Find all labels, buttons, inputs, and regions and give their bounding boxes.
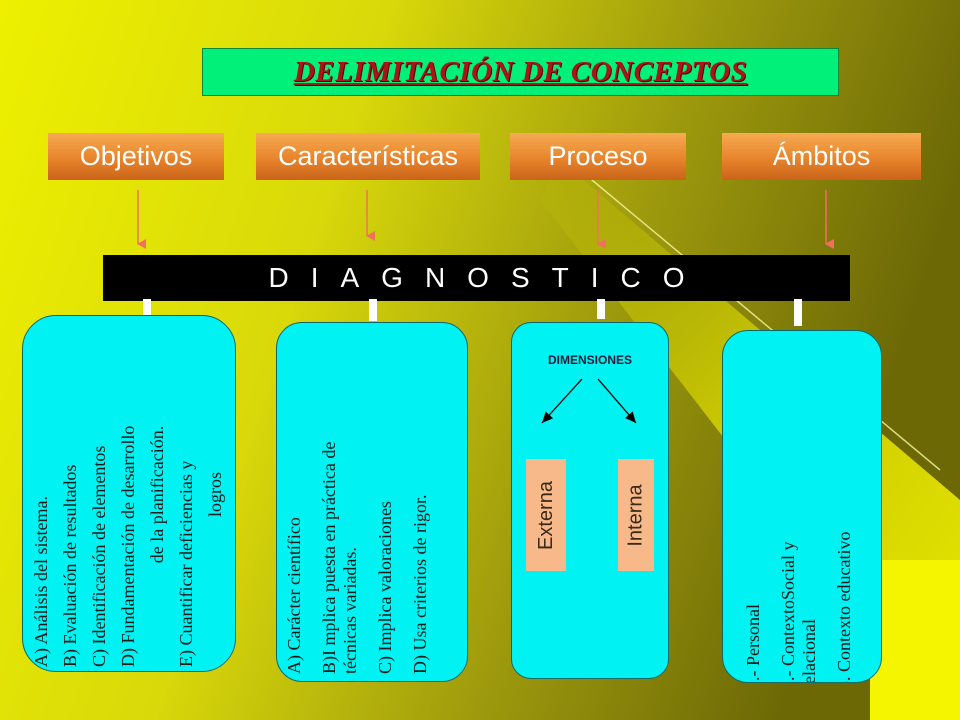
objetivos-line: C) Identificación de elementos	[89, 445, 109, 667]
diag-letter: G	[381, 262, 403, 293]
objetivos-line: D) Fundamentación de desarrollo	[118, 425, 138, 667]
diag-letter: C	[620, 262, 641, 293]
title-box: DELIMITACIÓN DE CONCEPTOS	[202, 48, 839, 96]
interna-label: Interna	[624, 483, 647, 547]
diag-letter: S	[510, 262, 530, 293]
objetivos-line: de la planificación.	[147, 425, 167, 563]
ambitos-line: 3. Contexto educativo	[834, 531, 854, 683]
objetivos-card: A) Análisis del sistema. B) Evaluación d…	[22, 315, 236, 672]
ambitos-line: 1.- Personal	[743, 603, 763, 683]
interna-tag: Interna	[618, 459, 654, 571]
caracteristicas-line: técnicas variadas.	[340, 547, 360, 674]
objetivos-line: A) Análisis del sistema.	[31, 495, 51, 667]
diag-letter: O	[662, 262, 685, 293]
diag-letter: I	[310, 262, 319, 293]
ambitos-text: 1.- Personal 2.- ContextoSocial y relaci…	[723, 390, 881, 683]
proceso-card: DIMENSIONES Externa Interna	[511, 322, 669, 679]
connector-objetivos	[143, 299, 151, 319]
caracteristicas-line: A) Carácter científico	[284, 517, 304, 674]
connector-ambitos	[794, 299, 802, 326]
arrow-externa	[541, 378, 583, 424]
connector-caracteristicas	[369, 299, 377, 321]
objetivos-text: A) Análisis del sistema. B) Evaluación d…	[27, 322, 232, 667]
caracteristicas-card: A) Carácter científico B)I mplica puesta…	[276, 322, 468, 682]
ambitos-card: 1.- Personal 2.- ContextoSocial y relaci…	[722, 330, 882, 683]
dimension-arrows	[541, 378, 637, 424]
diag-letter: D	[268, 262, 289, 293]
objetivos-line: E) Cuantificar deficiencias y	[176, 460, 196, 667]
arrow-interna	[597, 378, 637, 424]
diag-letter: T	[551, 262, 569, 293]
ambitos-line: relacional	[799, 618, 819, 683]
caracteristicas-line: D) Usa criterios de rigor.	[410, 494, 430, 674]
header-proceso: Proceso	[510, 133, 686, 180]
diag-letter: N	[424, 262, 446, 293]
caracteristicas-line: B)I mplica puesta en práctica de	[319, 441, 339, 674]
dimensiones-label: DIMENSIONES	[547, 353, 632, 367]
header-ambitos: Ámbitos	[722, 133, 921, 180]
externa-tag: Externa	[526, 459, 566, 571]
caracteristicas-text: A) Carácter científico B)I mplica puesta…	[280, 334, 464, 674]
connector-proceso	[597, 299, 605, 319]
externa-label: Externa	[534, 480, 557, 550]
caracteristicas-line: C) Implica valoraciones	[375, 501, 395, 674]
diagnostico-bar: D I A G N O S T I C O	[103, 255, 850, 301]
diag-letter: I	[590, 262, 599, 293]
page-title: DELIMITACIÓN DE CONCEPTOS	[293, 55, 748, 88]
header-caracteristicas: Características	[256, 133, 480, 180]
objetivos-line: B) Evaluación de resultados	[60, 464, 80, 667]
diag-letter: O	[467, 262, 489, 293]
ambitos-line: 2.- ContextoSocial y	[778, 541, 798, 683]
diag-letter: A	[340, 262, 360, 293]
header-objetivos: Objetivos	[48, 133, 224, 180]
objetivos-line: logros	[205, 471, 225, 517]
